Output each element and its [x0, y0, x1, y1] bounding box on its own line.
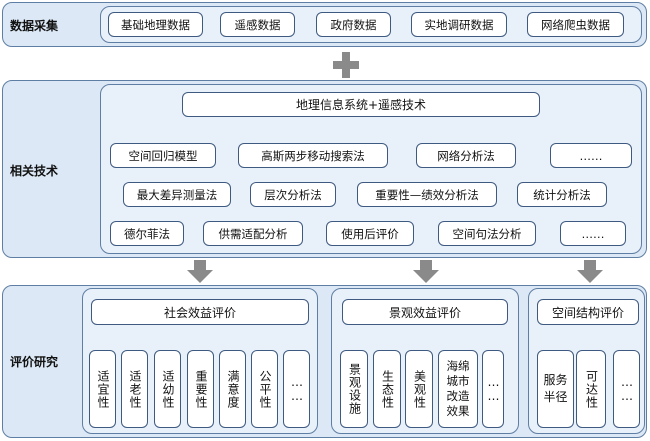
arrow-to-landscape	[413, 260, 439, 283]
social-item-satisfaction: 满意度	[219, 350, 246, 428]
spatial-item-accessibility: 可达性	[576, 350, 606, 428]
tech-supply-demand: 供需适配分析	[203, 221, 303, 246]
data-item-government: 政府数据	[316, 12, 391, 37]
social-item-children: 适幼性	[154, 350, 181, 428]
arrow-to-spatial	[577, 260, 603, 283]
spatial-item-more: ……	[613, 350, 640, 428]
landscape-eval-title: 景观效益评价	[342, 299, 508, 325]
plus-connector	[333, 52, 359, 78]
data-item-field-survey: 实地调研数据	[411, 12, 507, 37]
social-item-equity: 公平性	[251, 350, 278, 428]
social-item-elderly: 适老性	[121, 350, 148, 428]
spatial-item-service-radius: 服务半径	[537, 350, 574, 428]
landscape-item-more: ……	[482, 350, 504, 428]
tech-ipa: 重要性—绩效分析法	[357, 182, 497, 207]
landscape-item-ecology: 生态性	[373, 350, 401, 428]
gis-rs-header: 地理信息系统+遥感技术	[182, 92, 540, 117]
tech-network-analysis: 网络分析法	[416, 143, 516, 168]
tech-delphi: 德尔菲法	[110, 221, 184, 246]
data-item-basic-geo: 基础地理数据	[108, 12, 203, 37]
tech-more-row3: ……	[560, 221, 626, 246]
evaluation-label: 评价研究	[10, 355, 59, 369]
tech-max-difference: 最大差异测量法	[123, 182, 231, 207]
social-item-suitability: 适宜性	[89, 350, 116, 428]
tech-space-syntax: 空间句法分析	[438, 221, 536, 246]
tech-more-row1: ……	[550, 143, 632, 168]
tech-poe: 使用后评价	[326, 221, 414, 246]
data-collection-label: 数据采集	[10, 19, 59, 33]
spatial-eval-title: 空间结构评价	[537, 299, 639, 325]
related-tech-label: 相关技术	[10, 164, 59, 178]
tech-ahp: 层次分析法	[250, 182, 336, 207]
landscape-item-aesthetics: 美观性	[405, 350, 433, 428]
social-eval-title: 社会效益评价	[91, 299, 309, 325]
tech-spatial-regression: 空间回归模型	[110, 143, 216, 168]
arrow-to-social	[187, 260, 213, 283]
tech-gaussian-2sfca: 高斯两步移动搜索法	[238, 143, 388, 168]
social-item-more: ……	[283, 350, 310, 428]
social-item-importance: 重要性	[187, 350, 214, 428]
tech-statistics: 统计分析法	[517, 182, 607, 207]
down-arrows	[187, 260, 603, 283]
landscape-item-facilities: 景观设施	[340, 350, 368, 428]
data-item-web-crawler: 网络爬虫数据	[527, 12, 624, 37]
data-item-remote-sensing: 遥感数据	[220, 12, 295, 37]
landscape-item-sponge-city: 海绵城市改造效果	[438, 350, 478, 428]
